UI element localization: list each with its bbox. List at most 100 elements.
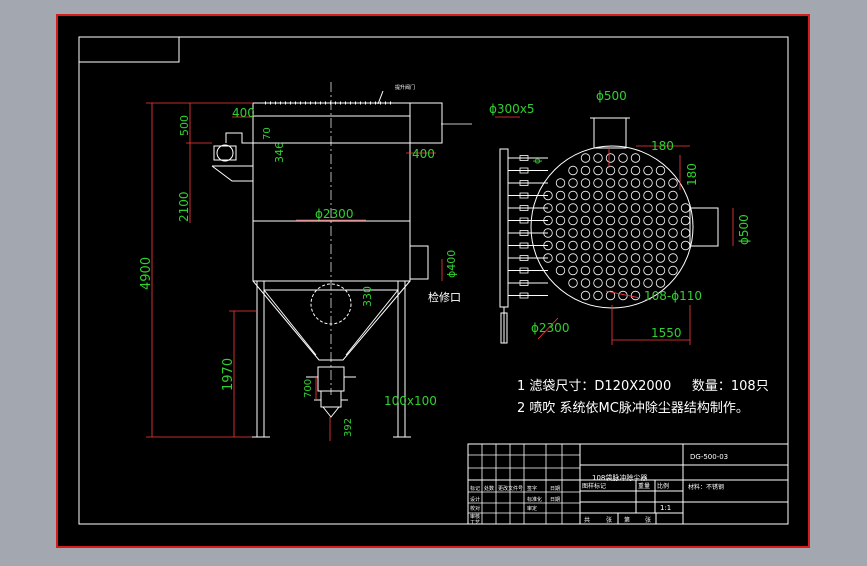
bag-hole — [680, 240, 691, 251]
bag-hole — [655, 215, 666, 226]
bag-hole — [618, 278, 628, 288]
bag-hole — [655, 228, 666, 238]
dim-700: 700 — [303, 379, 314, 398]
bag-hole — [668, 215, 678, 226]
bag-hole — [655, 240, 666, 251]
bag-hole — [630, 265, 641, 276]
bag-hole — [593, 165, 603, 176]
dim-392: 392 — [343, 418, 354, 437]
dim-1550: 1550 — [651, 326, 682, 340]
bag-hole — [630, 153, 641, 163]
bag-hole — [643, 178, 653, 188]
drawing-number: DG-500-03 — [690, 453, 728, 461]
bag-hole — [580, 265, 591, 276]
sheet-border — [56, 14, 810, 548]
bag-hole — [618, 165, 628, 176]
note-2: 2 喷吹 系统依MC脉冲除尘器结构制作。 — [517, 401, 749, 416]
col-label-2: 比例 — [657, 482, 669, 490]
dim-phi2300: ϕ2300 — [315, 207, 353, 221]
bag-hole — [655, 253, 666, 263]
dim-400-top: 400 — [232, 106, 255, 120]
dim-100x100: 100x100 — [384, 394, 437, 408]
bag-hole — [605, 215, 616, 226]
access-door — [310, 283, 352, 325]
bag-hole — [630, 253, 641, 263]
dim-180-b: 180 — [685, 163, 699, 186]
bag-hole — [630, 228, 641, 238]
bag-hole — [605, 190, 616, 201]
row-label-3: 签字 — [527, 485, 537, 492]
bag-hole — [618, 178, 628, 188]
bag-hole — [630, 215, 641, 226]
bag-hole — [593, 278, 603, 288]
bag-hole — [580, 178, 591, 188]
bag-hole — [605, 253, 616, 263]
bag-hole — [580, 190, 591, 201]
bag-hole — [668, 228, 678, 238]
bag-hole — [643, 203, 653, 213]
col-label-0: 图样标记 — [582, 482, 606, 490]
dim-phi-small: ϕ — [533, 158, 543, 164]
material: 材料：不锈钢 — [688, 483, 724, 491]
bag-hole — [555, 178, 566, 188]
bag-hole — [668, 265, 678, 276]
bag-hole — [655, 203, 666, 213]
bag-hole — [555, 203, 566, 213]
bag-hole — [593, 203, 603, 213]
mid-role-2: 日期 — [550, 497, 560, 503]
bag-hole — [605, 228, 616, 238]
bag-hole — [618, 240, 628, 251]
dim-phi500-right: ϕ500 — [737, 214, 751, 245]
bag-hole — [593, 190, 603, 201]
drawing-title: 108袋脉冲除尘器 — [592, 473, 647, 482]
label-inspection-port: 检修口 — [428, 290, 461, 304]
bag-hole — [643, 228, 653, 238]
bag-hole — [655, 165, 666, 176]
bag-hole — [655, 265, 666, 276]
bag-hole — [630, 203, 641, 213]
body-outline — [252, 115, 411, 282]
right-outlet-pipe — [689, 207, 719, 247]
bag-hole — [568, 278, 578, 288]
dim-2100: 2100 — [177, 191, 191, 222]
bag-hole — [580, 203, 591, 213]
bag-hole — [655, 190, 666, 201]
bag-hole — [580, 290, 591, 301]
bag-hole — [568, 203, 578, 213]
bag-hole — [555, 253, 566, 263]
bag-hole — [618, 215, 628, 226]
bag-hole — [605, 165, 616, 176]
bag-hole — [630, 190, 641, 201]
bag-hole — [593, 178, 603, 188]
bag-hole — [580, 228, 591, 238]
scale: 1:1 — [660, 504, 671, 512]
bag-hole — [543, 228, 553, 238]
bag-hole — [593, 290, 603, 301]
bag-hole — [643, 278, 653, 288]
bag-hole — [618, 203, 628, 213]
bag-hole — [605, 278, 616, 288]
side-view — [146, 82, 472, 441]
role-3: 工艺 — [470, 520, 480, 526]
bag-hole — [568, 165, 578, 176]
bag-hole — [580, 215, 591, 226]
dim-330: 330 — [361, 286, 374, 307]
bag-hole — [593, 215, 603, 226]
bag-hole — [555, 215, 566, 226]
bag-hole — [668, 240, 678, 251]
bag-hole — [618, 190, 628, 201]
bag-hole — [568, 228, 578, 238]
bag-hole — [643, 265, 653, 276]
bag-hole — [605, 240, 616, 251]
dim-holes: 108-ϕ110 — [644, 289, 702, 303]
sheet-b: 张 — [606, 516, 612, 524]
bag-hole — [580, 253, 591, 263]
bag-hole — [593, 153, 603, 163]
bag-hole — [568, 253, 578, 263]
bag-hole — [680, 215, 691, 226]
bag-hole — [643, 190, 653, 201]
bag-hole — [580, 165, 591, 176]
bag-hole — [568, 215, 578, 226]
sheet-d: 张 — [645, 516, 651, 524]
